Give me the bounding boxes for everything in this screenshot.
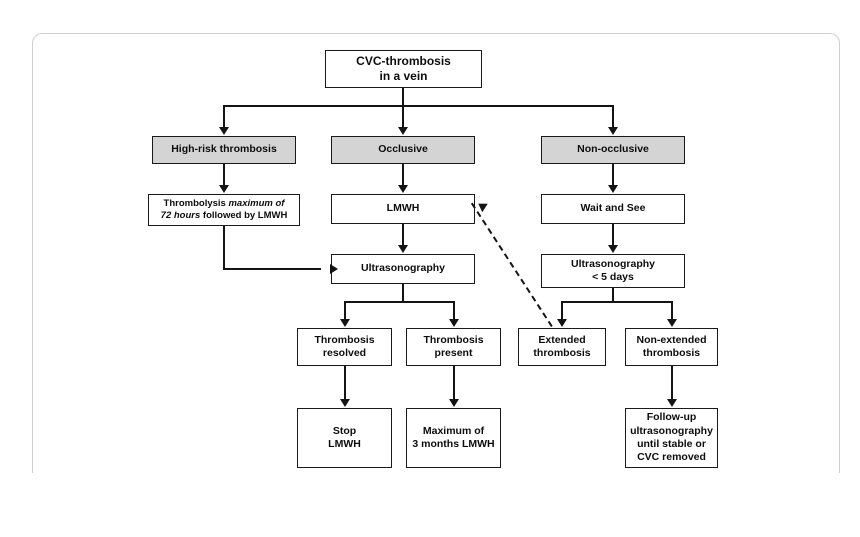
connector-5-days-to-non-extended (671, 301, 673, 320)
connector-resolved-to-stop-lmwh (344, 366, 346, 399)
node-ultrasonography-5-days-label: Ultrasonography< 5 days (570, 257, 655, 283)
node-lmwh: LMWH (331, 194, 475, 224)
arrow-lmwh-to-ultrasonography (398, 245, 408, 253)
node-wait-and-see: Wait and See (541, 194, 685, 224)
page-frame (32, 33, 840, 473)
arrow-resolved-to-stop-lmwh (340, 399, 350, 407)
connector-root-to-high-risk (223, 105, 225, 128)
arrow-root-to-occlusive (398, 127, 408, 135)
connector-ultrasonography-5-days-stem (612, 288, 614, 302)
connector-root-bus (223, 105, 614, 107)
node-ultrasonography-label: Ultrasonography (360, 262, 445, 275)
connector-ultrasonography-to-present (453, 301, 455, 320)
arrow-5-days-to-extended (557, 319, 567, 327)
node-non-occlusive: Non-occlusive (541, 136, 685, 164)
connector-ultrasonography-stem (402, 284, 404, 302)
node-ultrasonography-5-days: Ultrasonography< 5 days (541, 254, 685, 288)
arrow-high-risk-to-thrombolysis (219, 185, 229, 193)
arrow-non-occlusive-to-wait-and-see (608, 185, 618, 193)
arrow-occlusive-to-lmwh (398, 185, 408, 193)
arrow-non-extended-to-follow-up (667, 399, 677, 407)
arrow-wait-and-see-to-ultrasonography-5-days (608, 245, 618, 253)
node-non-occlusive-label: Non-occlusive (577, 143, 649, 156)
connector-thrombolysis-to-ultrasonography (223, 268, 321, 270)
connector-ultrasonography-bus (344, 301, 454, 303)
node-occlusive-label: Occlusive (378, 143, 428, 156)
node-lmwh-label: LMWH (386, 202, 420, 215)
connector-5-days-to-extended (561, 301, 563, 320)
arrow-thrombolysis-to-ultrasonography (330, 264, 338, 274)
arrow-5-days-to-non-extended (667, 319, 677, 327)
node-high-risk-thrombosis: High-risk thrombosis (152, 136, 296, 164)
connector-root-to-non-occlusive (612, 105, 614, 128)
connector-occlusive-to-lmwh (402, 164, 404, 186)
connector-present-to-max-3-months (453, 366, 455, 399)
connector-high-risk-to-thrombolysis (223, 164, 225, 186)
connector-non-occlusive-to-wait-and-see (612, 164, 614, 186)
connector-ultrasonography-to-resolved (344, 301, 346, 320)
connector-non-extended-to-follow-up (671, 366, 673, 399)
connector-ultrasonography-5-days-bus (561, 301, 672, 303)
connector-root-stem (402, 88, 404, 106)
node-wait-and-see-label: Wait and See (580, 202, 646, 215)
node-high-risk-thrombosis-label: High-risk thrombosis (171, 143, 277, 156)
connector-lmwh-to-ultrasonography (402, 224, 404, 246)
arrow-root-to-non-occlusive (608, 127, 618, 135)
connector-root-to-occlusive (402, 105, 404, 128)
connector-wait-and-see-to-ultrasonography-5-days (612, 224, 614, 246)
arrow-present-to-max-3-months (449, 399, 459, 407)
connector-thrombolysis-drop (223, 226, 225, 269)
arrow-ultrasonography-to-present (449, 319, 459, 327)
arrow-root-to-high-risk (219, 127, 229, 135)
node-occlusive: Occlusive (331, 136, 475, 164)
node-ultrasonography: Ultrasonography (331, 254, 475, 284)
arrow-ultrasonography-to-resolved (340, 319, 350, 327)
